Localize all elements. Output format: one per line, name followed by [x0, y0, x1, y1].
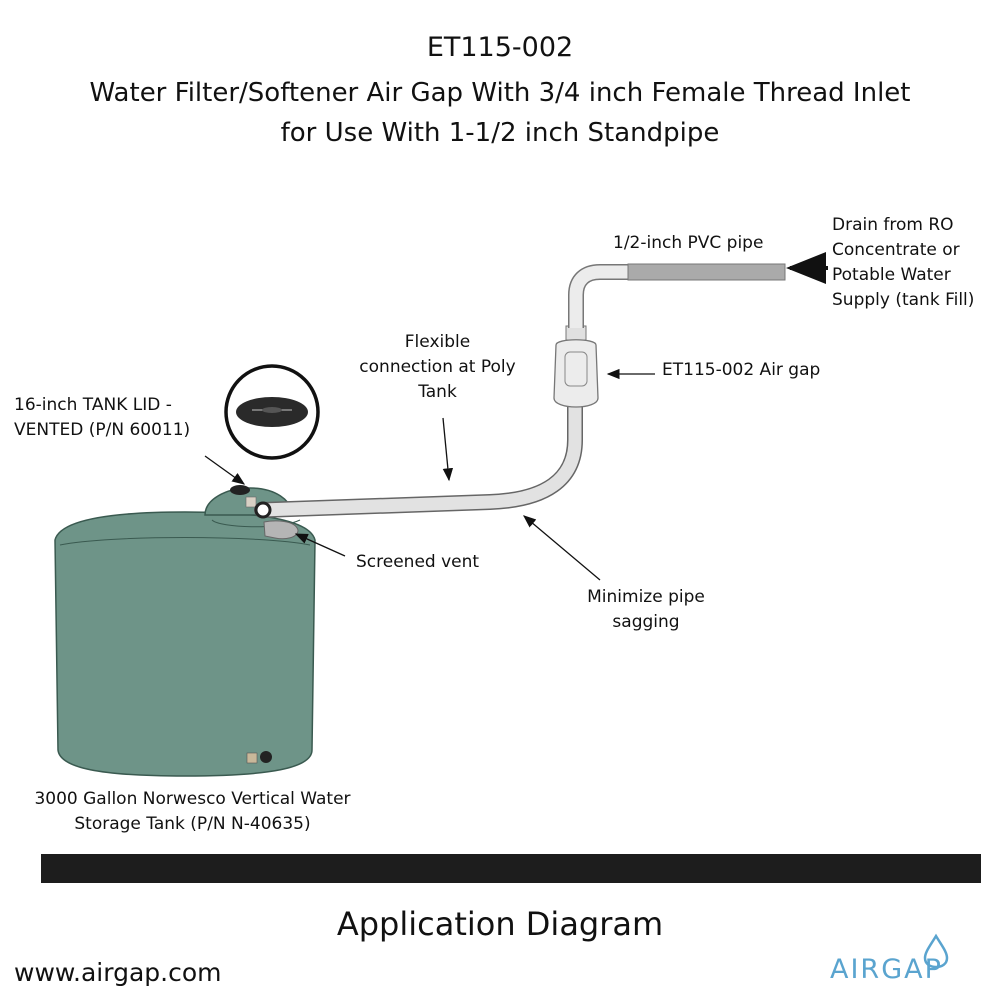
lid-line-2: VENTED (P/N 60011) — [14, 420, 191, 440]
screened-vent-label: Screened vent — [356, 552, 480, 572]
drain-line-3: Potable Water — [832, 265, 951, 285]
screened-vent — [263, 520, 299, 540]
pvc-pipe-label: 1/2-inch PVC pipe — [613, 233, 764, 253]
water-storage-tank — [54, 485, 316, 777]
tank-line-1: 3000 Gallon Norwesco Vertical Water — [34, 789, 351, 809]
tank-line-2: Storage Tank (P/N N-40635) — [74, 814, 311, 834]
pipe-sag-label: Minimize pipe sagging — [566, 585, 726, 635]
drain-line-1: Drain from RO — [832, 215, 954, 235]
flexible-connection-label: Flexible connection at Poly Tank — [345, 330, 530, 405]
drain-source-label: Drain from RO Concentrate or Potable Wat… — [832, 213, 974, 313]
lid-line-1: 16-inch TANK LID - — [14, 395, 172, 415]
air-gap-device — [553, 325, 599, 408]
product-description-title: Water Filter/Softener Air Gap With 3/4 i… — [89, 78, 911, 108]
flex-line-1: Flexible — [404, 332, 471, 352]
website-url: www.airgap.com — [14, 958, 222, 987]
tank-lid-label: 16-inch TANK LID - VENTED (P/N 60011) — [14, 393, 190, 443]
air-gap-label: ET115-002 Air gap — [662, 360, 821, 380]
flex-connection-arrow — [442, 417, 454, 482]
drain-line-4: Supply (tank Fill) — [832, 290, 975, 310]
tank-lid-inset — [224, 364, 320, 460]
pipe-sag-arrow — [523, 515, 601, 581]
water-drop-icon — [923, 933, 949, 969]
tank-label: 3000 Gallon Norwesco Vertical Water Stor… — [0, 787, 385, 837]
product-code-title: ET115-002 — [426, 32, 574, 63]
sag-line-2: sagging — [612, 612, 680, 632]
product-usage-subtitle: for Use With 1-1/2 inch Standpipe — [280, 118, 720, 148]
divider-bar — [41, 854, 981, 883]
airgap-logo: AIRGAP — [822, 932, 982, 992]
sag-line-1: Minimize pipe — [587, 587, 705, 607]
drain-line-2: Concentrate or — [832, 240, 960, 260]
tank-lid-arrow — [204, 455, 246, 485]
flex-line-2: connection at Poly — [359, 357, 516, 377]
screened-vent-arrow — [294, 533, 346, 557]
flex-line-3: Tank — [418, 382, 457, 402]
pvc-pipe — [627, 263, 786, 281]
application-diagram-title: Application Diagram — [336, 905, 664, 943]
